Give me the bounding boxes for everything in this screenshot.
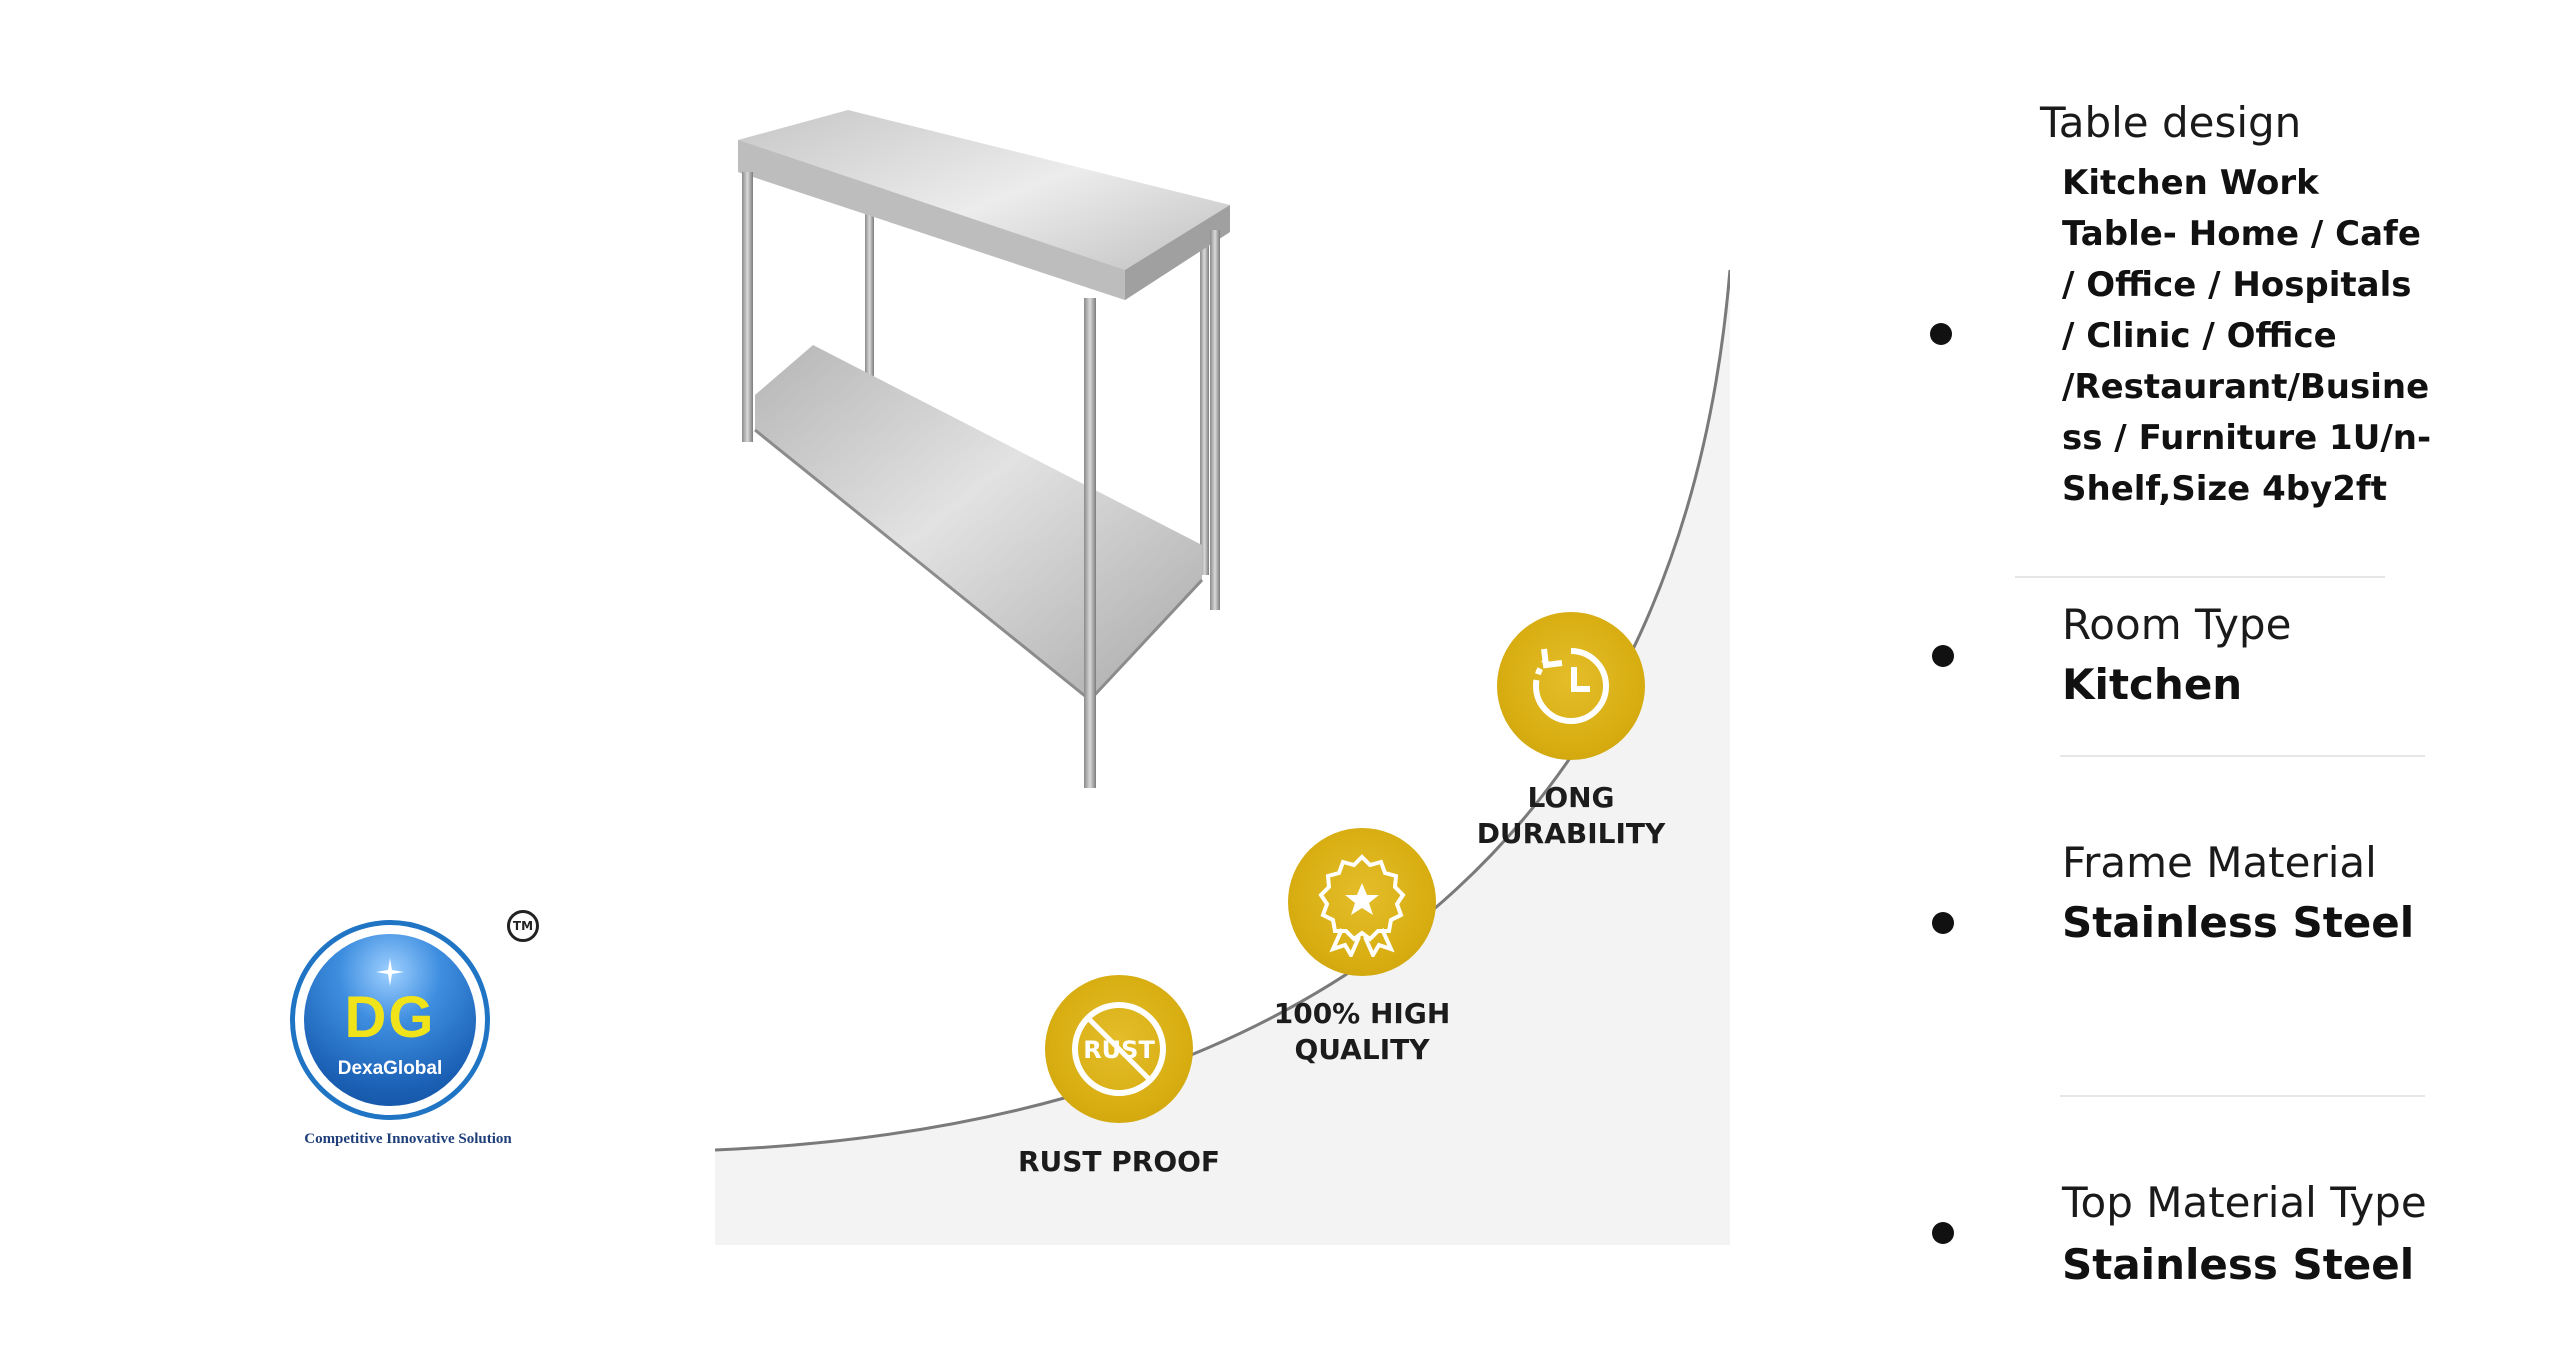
quality-award-icon [1318, 854, 1406, 957]
steel-table-image [738, 110, 1230, 788]
logo-brand-name: DexaGlobal [337, 1058, 443, 1079]
spec-value-table-design: Kitchen Work Table- Home / Cafe / Office… [2062, 163, 2432, 509]
sparkle-icon [376, 958, 404, 986]
feature-label-line1: 100% HIGH [1273, 997, 1451, 1030]
logo-disc: DG DexaGlobal [304, 934, 476, 1106]
logo-tagline: Competitive Innovative Solution [304, 1131, 512, 1147]
spec-label-frame-material: Frame Material [2062, 838, 2377, 887]
divider [2060, 1095, 2425, 1097]
bullet-icon [1932, 1222, 1954, 1244]
divider [2015, 576, 2385, 578]
feature-label-rust-proof: RUST PROOF [959, 1144, 1279, 1180]
bullet-icon [1932, 912, 1954, 934]
feature-label-long-durability: LONG DURABILITY [1411, 780, 1731, 852]
feature-label-line2: QUALITY [1294, 1033, 1430, 1066]
brand-logo: DG DexaGlobal TM Competitive Innovative … [290, 905, 570, 1160]
rust-crossed-icon: RUST [1072, 1002, 1166, 1096]
trademark-symbol: TM [507, 910, 539, 942]
product-panel: RUST RUST PROOF 100% HIGH QUALITY LONG D… [715, 0, 1730, 1245]
high-quality-badge [1288, 828, 1436, 976]
spec-label-top-material-type: Top Material Type [2062, 1178, 2427, 1227]
logo-monogram: DG [344, 985, 436, 1050]
long-durability-badge [1497, 612, 1645, 760]
feature-label-line1: LONG [1527, 781, 1615, 814]
rust-proof-badge: RUST [1045, 975, 1193, 1123]
bullet-icon [1932, 645, 1954, 667]
spec-value-frame-material: Stainless Steel [2062, 898, 2415, 947]
spec-label-table-design: Table design [2040, 98, 2302, 147]
durability-clock-icon [1532, 648, 1609, 724]
feature-label-line1: RUST PROOF [1017, 1145, 1221, 1178]
bullet-icon [1930, 323, 1952, 345]
spec-label-room-type: Room Type [2062, 600, 2292, 649]
spec-value-top-material-type: Stainless Steel [2062, 1240, 2415, 1289]
feature-label-line2: DURABILITY [1476, 817, 1666, 850]
spec-value-room-type: Kitchen [2062, 660, 2243, 709]
divider [2060, 755, 2425, 757]
logo-ring: DG DexaGlobal [290, 920, 490, 1120]
feature-label-high-quality: 100% HIGH QUALITY [1202, 996, 1522, 1068]
